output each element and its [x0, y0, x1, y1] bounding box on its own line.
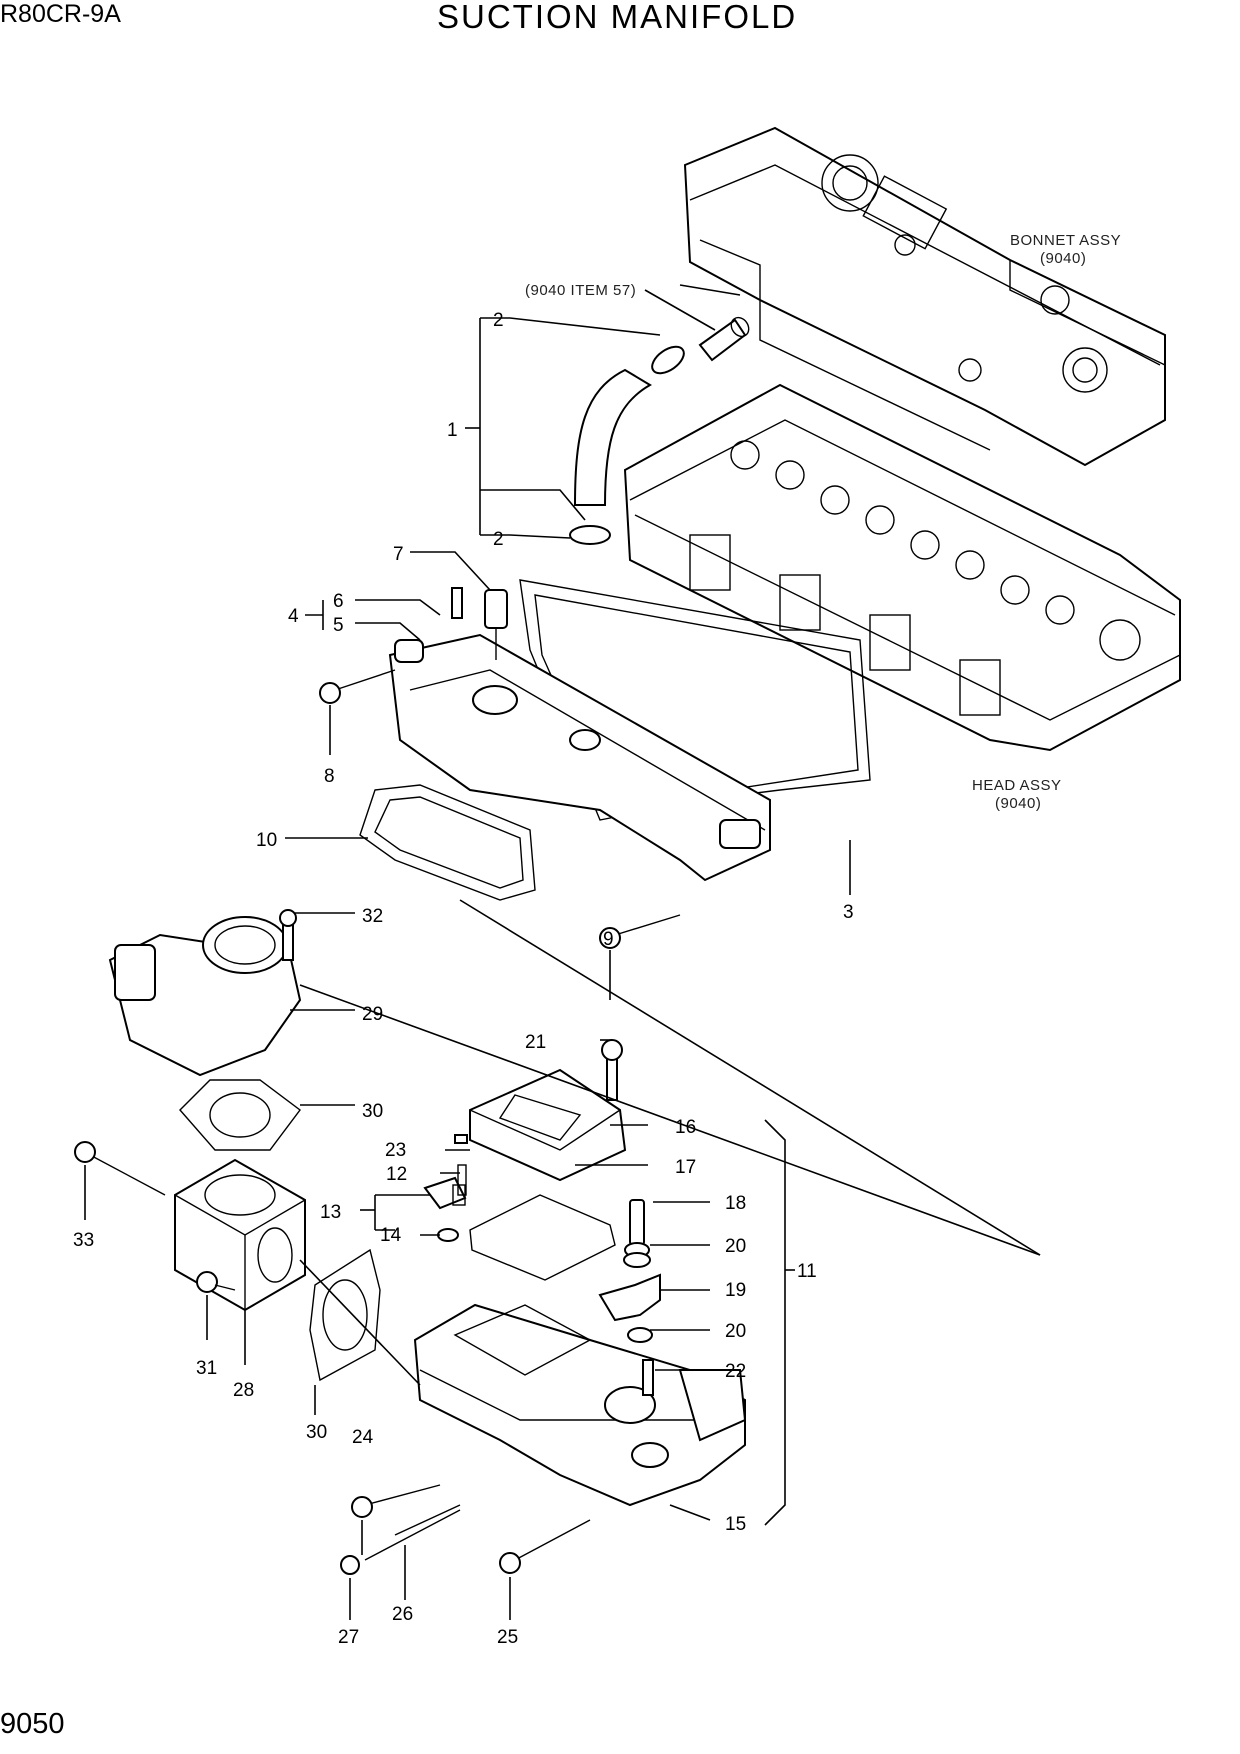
- lower-bolts: [340, 1484, 591, 1575]
- callout-2-top: 2: [493, 310, 504, 331]
- callout-29: 29: [362, 1004, 383, 1025]
- callout-12: 12: [386, 1164, 407, 1185]
- callout-6: 6: [333, 591, 344, 612]
- callout-22: 22: [725, 1361, 746, 1382]
- gasket-17: [469, 1194, 616, 1281]
- callout-21: 21: [525, 1032, 546, 1053]
- callout-7: 7: [393, 544, 404, 565]
- callout-11: 11: [797, 1261, 817, 1282]
- callout-numbers: 1 2 2 3 4 5 6 7 8 9 10 11 12 13 14 15 16…: [73, 310, 854, 1648]
- head-ref-code: (9040): [995, 795, 1041, 812]
- reference-labels: BONNET ASSY (9040) (9040 ITEM 57) HEAD A…: [525, 232, 1121, 812]
- callout-28: 28: [233, 1380, 254, 1401]
- callout-17: 17: [675, 1157, 696, 1178]
- callout-16: 16: [675, 1117, 696, 1138]
- page-title: SUCTION MANIFOLD: [437, 0, 798, 35]
- callout-19: 19: [725, 1280, 746, 1301]
- callout-1: 1: [447, 420, 458, 441]
- callout-30-upper: 30: [362, 1101, 383, 1122]
- bonnet-ref-name: BONNET ASSY: [1010, 232, 1121, 249]
- gasket-30-lower-hole: [322, 1279, 368, 1351]
- bonnet-assembly: [683, 126, 1166, 467]
- callout-15: 15: [725, 1514, 746, 1535]
- model-code: R80CR-9A: [0, 0, 121, 28]
- gasket-30-upper-hole: [209, 1092, 271, 1138]
- gasket-30-lower: [309, 1248, 381, 1382]
- callout-2-bottom: 2: [493, 529, 504, 550]
- throttle-body: [108, 909, 302, 1077]
- page-number: 9050: [0, 1708, 65, 1740]
- callout-30-lower: 30: [306, 1422, 327, 1443]
- callout-32: 32: [362, 906, 383, 927]
- callout-9: 9: [603, 929, 614, 950]
- callout-24: 24: [352, 1427, 374, 1448]
- callout-23: 23: [385, 1140, 406, 1161]
- fittings: [598, 1039, 661, 1396]
- callout-14: 14: [380, 1225, 402, 1246]
- callout-25: 25: [497, 1627, 518, 1648]
- sensor-13: [423, 1134, 468, 1242]
- leader-lines: [84, 284, 1041, 1620]
- manifold-hardware: [319, 587, 681, 949]
- callout-4: 4: [288, 606, 299, 627]
- gasket-10-inner: [374, 796, 524, 889]
- intake-manifold: [388, 633, 771, 882]
- gasket-10: [359, 784, 536, 901]
- callout-8: 8: [324, 766, 335, 787]
- callout-33: 33: [73, 1230, 94, 1251]
- callout-5: 5: [333, 615, 344, 636]
- hose-assembly: [569, 316, 750, 545]
- bolt-31-head: [196, 1271, 218, 1293]
- gasket-30-upper: [179, 1079, 301, 1151]
- callout-20-lower: 20: [725, 1321, 746, 1342]
- intake-body: [413, 1303, 747, 1507]
- callout-13: 13: [320, 1202, 341, 1223]
- bolt-33-head: [74, 1141, 96, 1163]
- bolt-33: [89, 1154, 166, 1196]
- callout-26: 26: [392, 1604, 413, 1625]
- bonnet-ref-code: (9040): [1040, 250, 1086, 267]
- callout-27: 27: [338, 1627, 359, 1648]
- cover-plate: [469, 1068, 627, 1182]
- callout-18: 18: [725, 1193, 746, 1214]
- adapter-28: [174, 1158, 306, 1312]
- callout-20-upper: 20: [725, 1236, 746, 1257]
- callout-10: 10: [256, 830, 277, 851]
- head-assembly: [623, 383, 1181, 752]
- bolt-31: [214, 1284, 236, 1291]
- callout-3: 3: [843, 902, 854, 923]
- item57-ref: (9040 ITEM 57): [525, 282, 636, 299]
- callout-31: 31: [196, 1358, 217, 1379]
- head-ref-name: HEAD ASSY: [972, 777, 1062, 794]
